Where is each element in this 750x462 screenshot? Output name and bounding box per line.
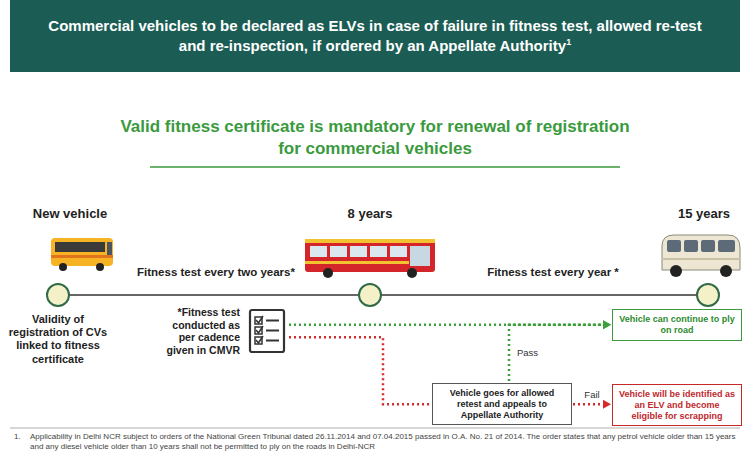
footnote-number: 1. <box>14 432 30 442</box>
van-window <box>684 240 698 252</box>
check-box <box>255 337 262 344</box>
check-line <box>266 330 279 332</box>
bus-window <box>310 246 327 257</box>
check-box <box>255 317 262 324</box>
bus-wheel <box>59 263 67 271</box>
bus-window <box>350 246 367 257</box>
timeline-dot <box>359 284 381 306</box>
interval-label: Fitness test every two years* <box>128 266 304 278</box>
dotted-line <box>289 324 605 327</box>
bus-window <box>330 246 347 257</box>
van-wheel <box>670 265 682 277</box>
van-body <box>662 235 740 270</box>
node-text: *Fitness test conducted as per cadence g… <box>158 306 240 356</box>
check-box <box>255 327 262 334</box>
bus-windshield <box>107 242 112 256</box>
subtitle: Valid fitness certificate is mandatory f… <box>110 116 640 160</box>
connector <box>289 320 611 329</box>
check-mark <box>256 336 263 343</box>
stage-label: New vehicle <box>10 206 130 221</box>
edge-label: Fail <box>582 389 601 400</box>
node-text: Vehicle goes for allowed retest and appe… <box>438 388 566 420</box>
connector <box>289 337 431 404</box>
timeline-dot <box>47 284 69 306</box>
bus-stripe <box>305 261 409 264</box>
process-box: Vehicle goes for allowed retest and appe… <box>432 383 572 425</box>
bus-window <box>390 246 407 257</box>
interval-label: Fitness test every year * <box>458 266 648 278</box>
yellow-bus <box>51 238 113 271</box>
van-wheel <box>720 265 732 277</box>
check-line <box>266 340 279 342</box>
bus-roof <box>305 239 435 243</box>
dotted-line <box>573 403 605 406</box>
van-stripe <box>662 258 740 260</box>
header-band: Commercial vehicles to be declared as EL… <box>10 0 740 72</box>
bus-door <box>410 246 430 266</box>
checklist-node: *Fitness test conducted as per cadence g… <box>158 306 286 356</box>
timeline-dot <box>697 284 719 306</box>
arrow-head <box>603 400 611 409</box>
bus-body <box>305 239 435 272</box>
van-window <box>701 240 715 252</box>
footnote-text: Applicability in Delhi NCR subject to or… <box>30 432 742 453</box>
outcome-box: Vehicle can continue to ply on road <box>612 309 742 341</box>
node-text: Vehicle can continue to ply on road <box>618 314 736 336</box>
outcome-box: Vehicle will be identified as an ELV and… <box>612 384 742 426</box>
bus-windows <box>55 242 105 252</box>
check-mark <box>256 326 263 333</box>
red-bus <box>305 239 435 278</box>
arrow-head <box>603 320 611 329</box>
node-text: Vehicle will be identified as an ELV and… <box>618 389 736 421</box>
stage-label: 15 years <box>664 206 744 221</box>
title-text: Commercial vehicles to be declared as EL… <box>48 17 701 54</box>
van <box>662 235 740 277</box>
bus-body <box>51 238 113 266</box>
title-box: Commercial vehicles to be declared as EL… <box>10 16 740 57</box>
checklist-icon <box>248 308 286 354</box>
dotted-line <box>289 337 431 404</box>
check-line <box>266 320 279 322</box>
check-mark <box>256 316 263 323</box>
bus-wheel <box>407 268 417 278</box>
edge-label: Pass <box>515 347 540 358</box>
footnote-marker: 1 <box>566 37 571 47</box>
bus-stripe <box>51 255 113 258</box>
bus-window <box>370 246 387 257</box>
note-text: Validity of registration of CVs linked t… <box>8 313 108 366</box>
van-window <box>718 240 735 252</box>
stage-label: 8 years <box>310 206 430 221</box>
connector <box>573 400 611 409</box>
bus-wheel <box>323 268 333 278</box>
clipboard <box>250 310 284 352</box>
footnote-rule <box>10 428 740 429</box>
timeline <box>58 294 708 296</box>
van-window <box>667 240 681 252</box>
bus-wheel <box>96 263 104 271</box>
subtitle-underline <box>150 166 620 168</box>
arrow-head <box>603 320 611 329</box>
connector <box>509 320 611 381</box>
dotted-line <box>509 325 605 381</box>
